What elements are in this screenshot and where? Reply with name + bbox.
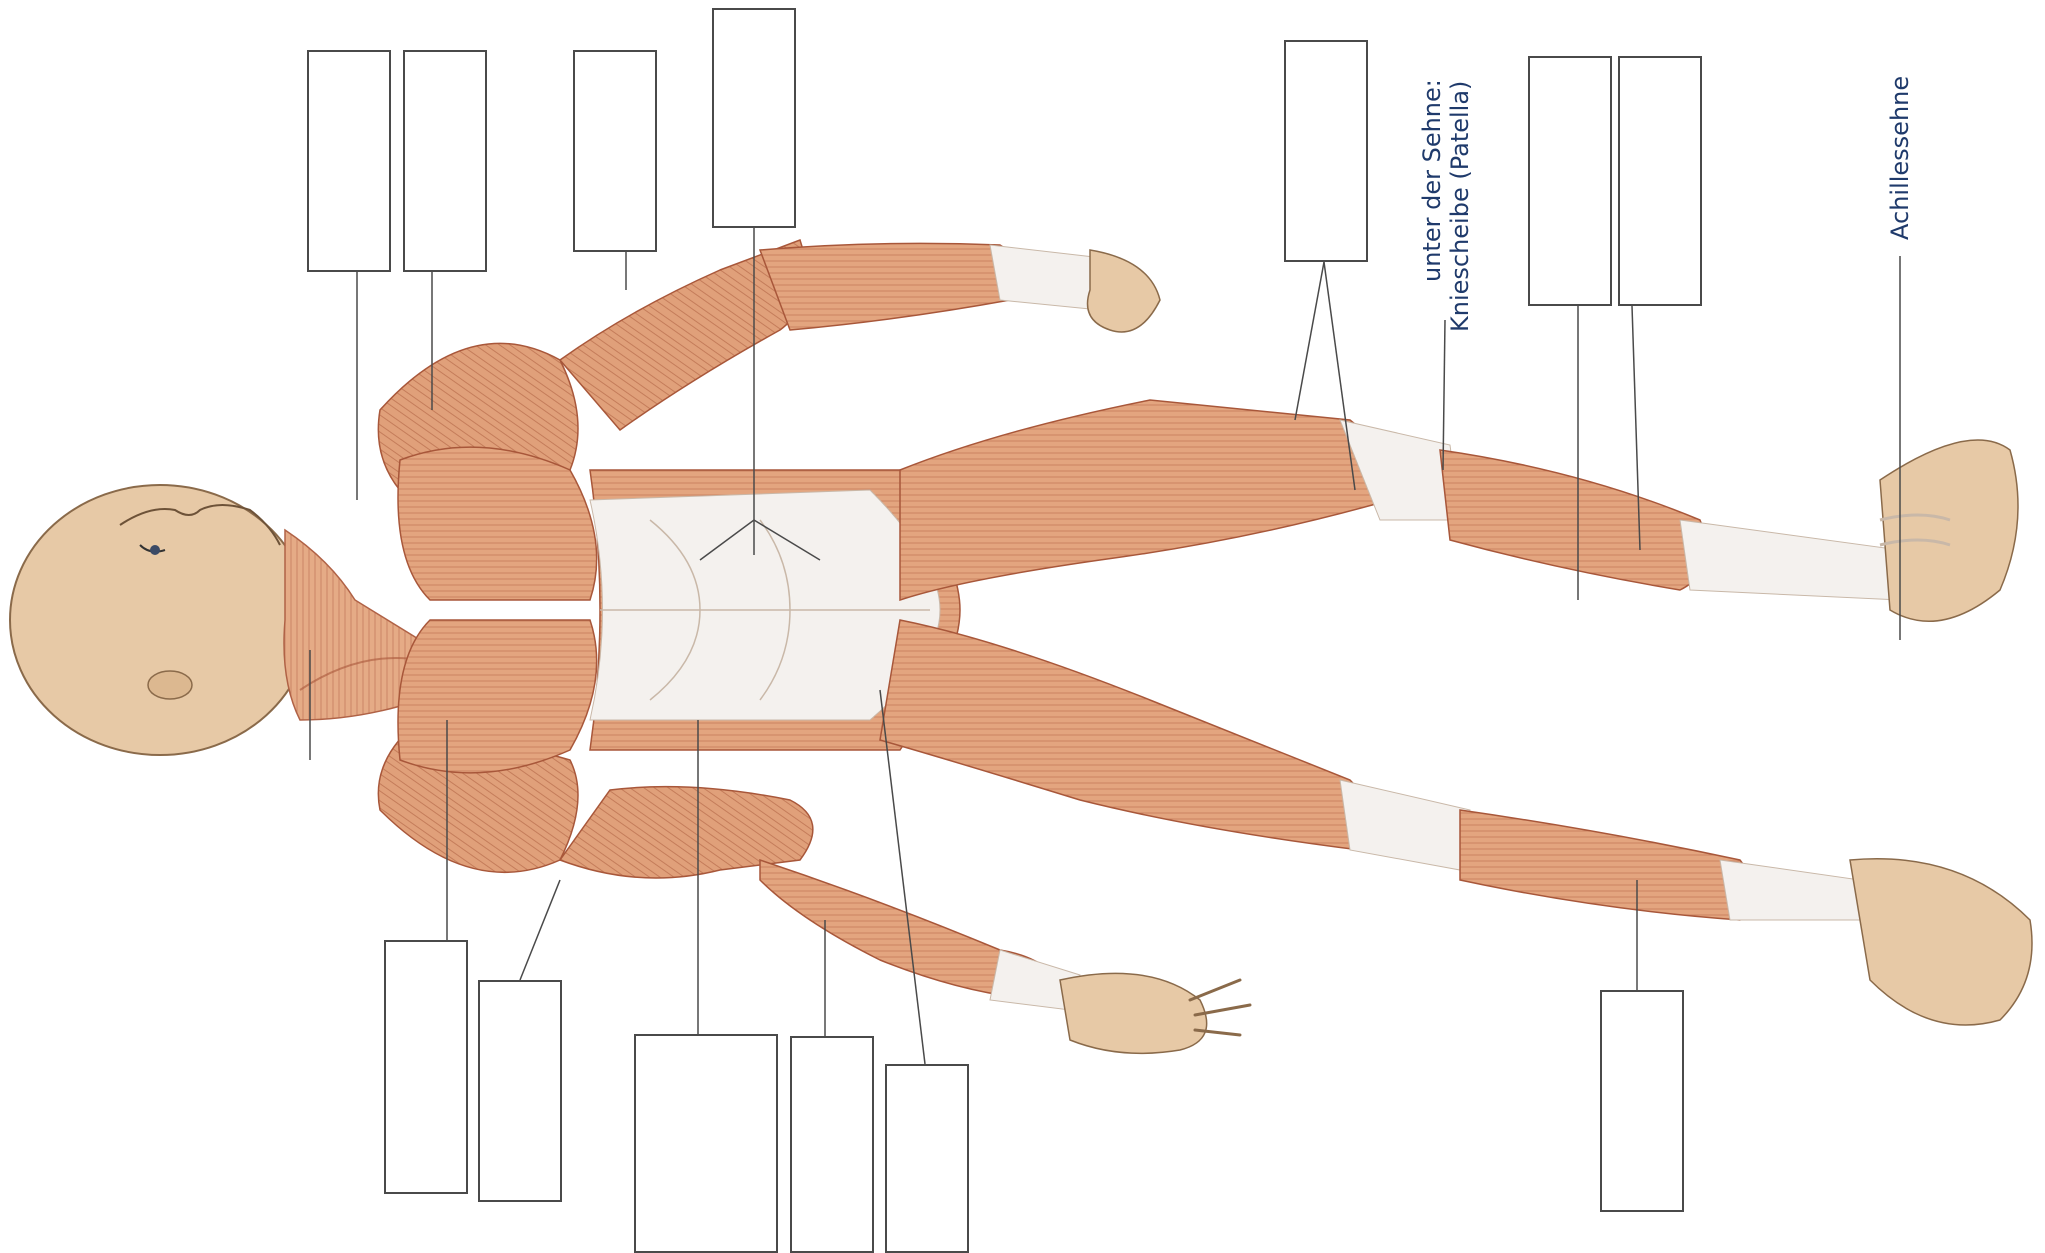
answer-box-4[interactable] <box>712 8 796 228</box>
leg-lower <box>880 620 2032 1025</box>
answer-box-5[interactable] <box>1284 40 1368 262</box>
head <box>10 485 310 755</box>
answer-box-10[interactable] <box>634 1034 778 1253</box>
answer-box-3[interactable] <box>573 50 657 252</box>
answer-box-6[interactable] <box>1528 56 1612 306</box>
label-patella-line1: unter der Sehne: <box>1418 79 1446 282</box>
answer-box-1[interactable] <box>307 50 391 272</box>
answer-box-7[interactable] <box>1618 56 1702 306</box>
arm-lower <box>560 787 1250 1054</box>
label-patella-line2: Kniescheibe (Patella) <box>1446 81 1474 332</box>
answer-box-12[interactable] <box>885 1064 969 1253</box>
answer-box-9[interactable] <box>478 980 562 1202</box>
leg-upper <box>900 400 2018 621</box>
label-achilles: Achillessehne <box>1886 76 1914 240</box>
deltoids <box>378 343 578 872</box>
answer-box-2[interactable] <box>403 50 487 272</box>
answer-box-11[interactable] <box>790 1036 874 1253</box>
answer-box-8[interactable] <box>384 940 468 1194</box>
pectorals <box>398 447 597 773</box>
arm-upper <box>560 240 1160 430</box>
answer-box-13[interactable] <box>1600 990 1684 1212</box>
